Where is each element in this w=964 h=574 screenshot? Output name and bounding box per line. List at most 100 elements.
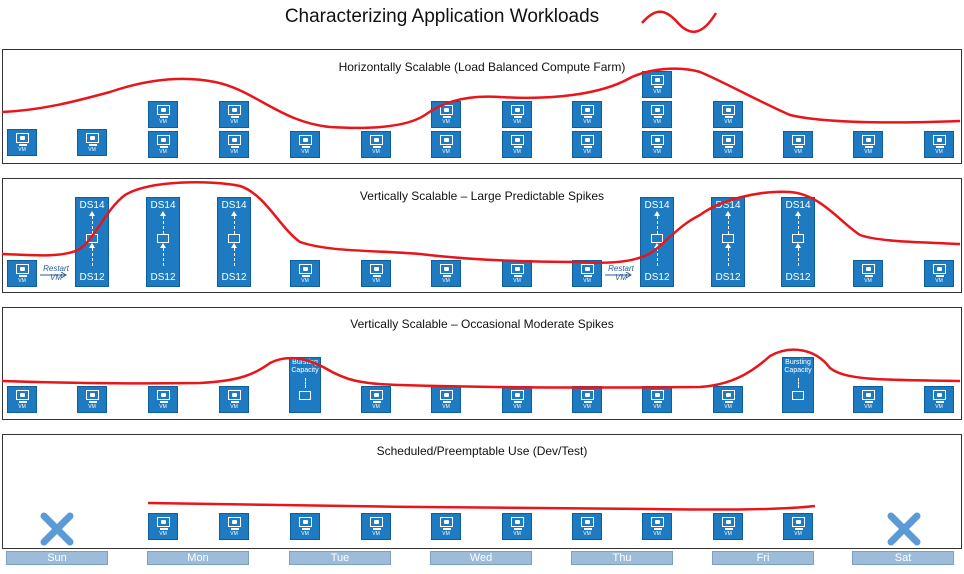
vm-label: VM xyxy=(442,119,450,125)
vm-icon-horizontal: VM xyxy=(572,131,602,158)
monitor-stand xyxy=(443,401,451,403)
day-label-fri: Fri xyxy=(712,551,814,565)
vm-icon-scheduled: VM xyxy=(572,513,602,540)
monitor-icon xyxy=(933,264,946,274)
monitor-icon xyxy=(440,264,453,274)
monitor-stand xyxy=(443,116,451,118)
monitor-stand xyxy=(19,144,27,146)
monitor-stand xyxy=(725,116,733,118)
monitor-stand xyxy=(231,116,239,118)
vm-icon-horizontal: VM xyxy=(924,131,954,158)
vm-icon-scheduled: VM xyxy=(502,513,532,540)
monitor-icon xyxy=(933,390,946,400)
vm-icon-horizontal: VM xyxy=(502,101,532,128)
vm-icon-moderate: VM xyxy=(219,386,249,413)
monitor-stand xyxy=(654,146,662,148)
scale-up-arrow xyxy=(795,211,801,234)
vm-icon-scheduled: VM xyxy=(713,513,743,540)
vm-label: VM xyxy=(230,404,238,410)
vm-icon-moderate: VM xyxy=(713,386,743,413)
monitor-icon xyxy=(16,390,29,400)
monitor-stand xyxy=(654,86,662,88)
vm-icon-vertical: VM xyxy=(361,260,391,287)
restart-vm-label: Restart VM xyxy=(43,264,69,282)
vm-label: VM xyxy=(230,119,238,125)
size-label-small: DS12 xyxy=(715,272,741,283)
vm-label: VM xyxy=(583,119,591,125)
monitor-icon xyxy=(721,234,735,245)
vm-label: VM xyxy=(653,404,661,410)
monitor-stand xyxy=(19,275,27,277)
monitor-icon xyxy=(86,133,99,143)
scale-up-arrow xyxy=(654,211,660,234)
vm-label: VM xyxy=(583,531,591,537)
monitor-stand xyxy=(654,528,662,530)
scale-up-arrow xyxy=(725,211,731,234)
size-label-small: DS12 xyxy=(221,272,247,283)
vm-label: VM xyxy=(724,119,732,125)
day-label-mon: Mon xyxy=(147,551,249,565)
monitor-icon xyxy=(651,75,664,85)
size-label-small: DS12 xyxy=(785,272,811,283)
monitor-stand xyxy=(795,528,803,530)
vm-icon-horizontal: VM xyxy=(7,129,37,156)
vm-icon-scheduled: VM xyxy=(783,513,813,540)
monitor-icon xyxy=(933,135,946,145)
monitor-stand xyxy=(443,528,451,530)
vm-icon-horizontal: VM xyxy=(502,131,532,158)
monitor-icon xyxy=(370,390,383,400)
monitor-stand xyxy=(865,401,873,403)
burst-arrow xyxy=(305,378,306,388)
vm-icon-horizontal: VM xyxy=(77,129,107,156)
size-label-small: DS12 xyxy=(79,272,105,283)
vm-label: VM xyxy=(653,149,661,155)
monitor-icon xyxy=(862,390,875,400)
monitor-icon xyxy=(581,105,594,115)
vm-icon-horizontal: VM xyxy=(148,101,178,128)
monitor-icon xyxy=(511,390,524,400)
monitor-stand xyxy=(302,275,310,277)
panel-title-vertical-large: Vertically Scalable – Large Predictable … xyxy=(359,189,605,203)
restart-arrow-icon xyxy=(605,272,632,278)
monitor-icon xyxy=(370,517,383,527)
monitor-icon xyxy=(722,135,735,145)
monitor-stand xyxy=(514,116,522,118)
monitor-icon xyxy=(228,135,241,145)
monitor-stand xyxy=(231,528,239,530)
vm-icon-vertical: VM xyxy=(7,260,37,287)
monitor-stand xyxy=(160,116,168,118)
workload-curve-2 xyxy=(1,181,961,264)
monitor-stand xyxy=(936,275,944,277)
size-label-small: DS12 xyxy=(644,272,670,283)
day-label-wed: Wed xyxy=(430,551,532,565)
vm-label: VM xyxy=(724,404,732,410)
monitor-stand xyxy=(443,146,451,148)
monitor-stand xyxy=(725,528,733,530)
monitor-icon xyxy=(651,105,664,115)
vm-icon-moderate: VM xyxy=(572,386,602,413)
monitor-icon xyxy=(581,264,594,274)
monitor-icon xyxy=(792,391,806,402)
legend-curve xyxy=(641,10,718,33)
vm-label: VM xyxy=(513,531,521,537)
vm-label: VM xyxy=(18,147,26,153)
monitor-icon xyxy=(16,264,29,274)
vm-icon-scheduled: VM xyxy=(290,513,320,540)
vm-label: VM xyxy=(864,149,872,155)
workload-curve-1 xyxy=(1,67,961,130)
vm-label: VM xyxy=(583,404,591,410)
monitor-icon xyxy=(86,390,99,400)
vm-icon-scheduled: VM xyxy=(642,513,672,540)
vm-icon-moderate: VM xyxy=(77,386,107,413)
monitor-stand xyxy=(514,401,522,403)
monitor-icon xyxy=(156,234,170,245)
vm-icon-horizontal: VM xyxy=(642,131,672,158)
scale-dashed-line xyxy=(231,243,237,266)
scale-dashed-line xyxy=(725,243,731,266)
monitor-icon xyxy=(157,135,170,145)
monitor-stand xyxy=(584,275,592,277)
monitor-icon xyxy=(157,390,170,400)
